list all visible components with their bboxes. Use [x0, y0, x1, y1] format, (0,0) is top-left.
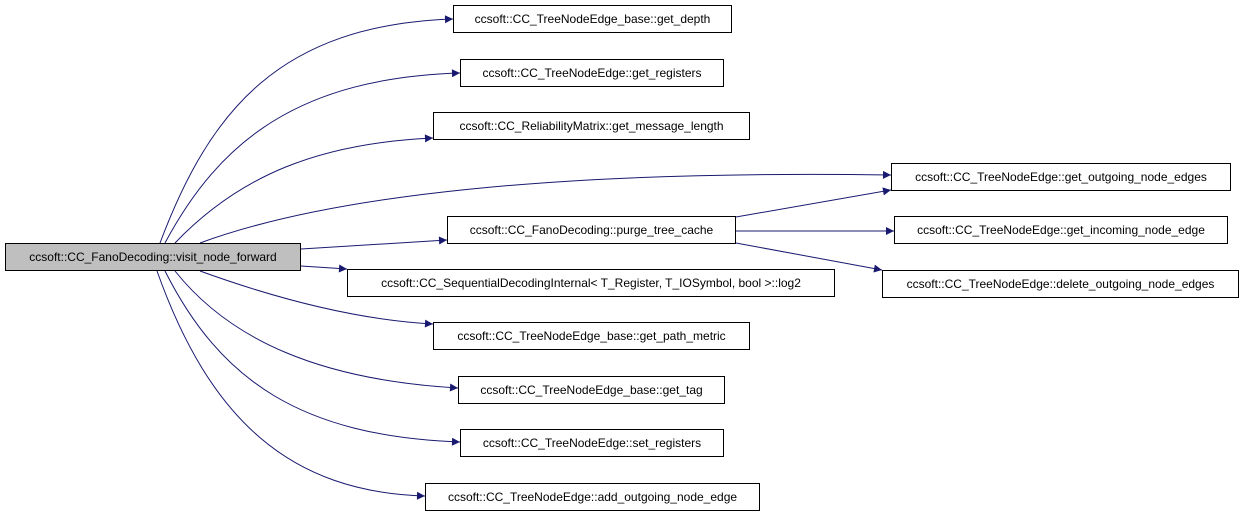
node-get-registers[interactable]: ccsoft::CC_TreeNodeEdge::get_registers — [460, 59, 724, 87]
node-delete-outgoing-node-edges[interactable]: ccsoft::CC_TreeNodeEdge::delete_outgoing… — [882, 270, 1239, 298]
edge-to-get-tag — [174, 270, 459, 392]
edge-to-get-registers — [164, 69, 461, 244]
edge-to-get-path-metric — [199, 270, 434, 328]
edge-purge-to-delete-outgoing — [735, 242, 883, 273]
node-set-registers[interactable]: ccsoft::CC_TreeNodeEdge::set_registers — [460, 429, 724, 457]
edge-purge-to-get-outgoing — [735, 187, 892, 218]
node-get-path-metric[interactable]: ccsoft::CC_TreeNodeEdge_base::get_path_m… — [433, 322, 750, 350]
node-get-tag[interactable]: ccsoft::CC_TreeNodeEdge_base::get_tag — [458, 376, 725, 404]
node-get-depth[interactable]: ccsoft::CC_TreeNodeEdge_base::get_depth — [453, 5, 732, 33]
node-log2[interactable]: ccsoft::CC_SequentialDecodingInternal< T… — [347, 269, 835, 297]
node-get-incoming-node-edge[interactable]: ccsoft::CC_TreeNodeEdge::get_incoming_no… — [894, 216, 1228, 244]
edge-to-get-message-length — [174, 134, 434, 244]
edge-to-purge-tree-cache — [300, 236, 448, 250]
edge-to-set-registers — [164, 270, 461, 446]
edge-to-get-depth — [159, 15, 454, 244]
node-add-outgoing-node-edge[interactable]: ccsoft::CC_TreeNodeEdge::add_outgoing_no… — [425, 483, 760, 511]
node-get-message-length[interactable]: ccsoft::CC_ReliabilityMatrix::get_messag… — [433, 112, 750, 140]
node-get-outgoing-node-edges[interactable]: ccsoft::CC_TreeNodeEdge::get_outgoing_no… — [891, 163, 1231, 191]
node-purge-tree-cache[interactable]: ccsoft::CC_FanoDecoding::purge_tree_cach… — [447, 216, 736, 244]
edge-to-add-outgoing-node-edge — [156, 270, 426, 500]
edge-to-get-outgoing-node-edges — [199, 170, 892, 244]
node-visit-node-forward[interactable]: ccsoft::CC_FanoDecoding::visit_node_forw… — [5, 243, 301, 271]
edge-to-log2 — [300, 264, 348, 273]
